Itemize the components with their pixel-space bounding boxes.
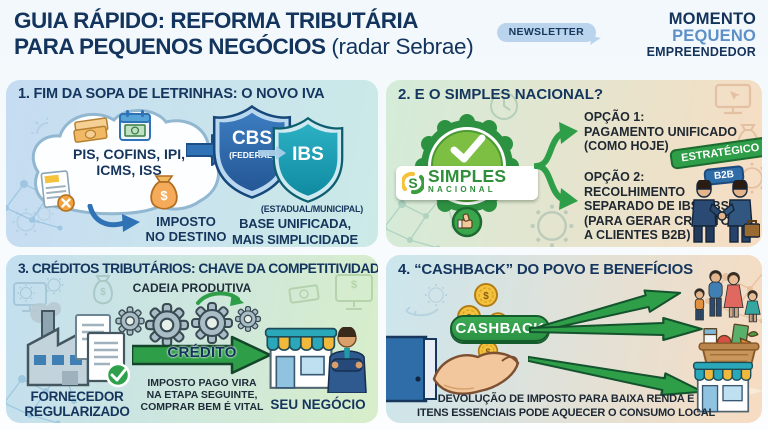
brand-line1: MOMENTO (668, 10, 756, 28)
badge-word-simples: SIMPLES (428, 166, 507, 186)
ibs-label: IBS (292, 144, 324, 165)
simples-logo-icon: S (402, 171, 424, 195)
ibs-sub-label: (ESTADUAL/MUNICIPAL) (260, 204, 364, 214)
panel3-title: 3. CRÉDITOS TRIBUTÁRIOS: CHAVE DA COMPET… (18, 261, 378, 276)
cashback-note: DEVOLUÇÃO DE IMPOSTO PARA BAIXA RENDA E … (416, 393, 715, 419)
family-icon (694, 270, 761, 323)
monitor-decoration-icon (714, 83, 752, 115)
page-title: GUIA RÁPIDO: REFORMA TRIBUTÁRIA PARA PEQ… (14, 8, 474, 60)
seu-negocio-label: SEU NEGÓCIO (270, 397, 366, 412)
credito-note: IMPOSTO PAGO VIRA NA ETAPA SEGUINTE, COM… (140, 377, 264, 413)
businessman-icon (327, 327, 367, 393)
option1-block: OPÇÃO 1: PAGAMENTO UNIFICADO (COMO HOJE) (584, 110, 738, 153)
option2-label: OPÇÃO 2: (584, 170, 645, 184)
arrow-to-store-icon (528, 345, 706, 401)
money-decoration-icon (288, 284, 320, 304)
panel1-title: 1. FIM DA SOPA DE LETRINHAS: O NOVO IVA (18, 86, 325, 102)
benefit-label: BASE UNIFICADA, MAIS SIMPLICIDADE (232, 216, 358, 247)
svg-text:S: S (408, 175, 417, 191)
cashback-button: CASHBACK (450, 315, 550, 342)
cbs-sub-label: (FEDERAL) (229, 150, 275, 160)
ibs-shield-icon: IBS (270, 116, 346, 204)
credito-label: CRÉDITO (167, 344, 237, 361)
open-hand-icon (386, 335, 520, 403)
simples-nacional-banner: S SIMPLES NACIONAL (396, 166, 538, 200)
money-bag-decoration-icon: $ (93, 275, 113, 305)
check-icon (105, 362, 130, 388)
check-icon (450, 134, 486, 163)
panel4-title: 4. “CASHBACK” DO POVO E BENEFÍCIOS (398, 261, 693, 278)
handshake-businessmen-icon (691, 180, 760, 243)
simples-nacional-badge: S SIMPLES NACIONAL (392, 110, 542, 242)
option1-label: OPÇÃO 1: (584, 110, 645, 124)
rejected-document-icon (40, 170, 75, 212)
shield-link-arrow-icon (258, 146, 286, 160)
brand-line2: PEQUENO (672, 26, 756, 45)
calendar-money-icon (119, 110, 151, 141)
hand-gear-decoration-icon (405, 282, 449, 317)
svg-text:$: $ (100, 287, 106, 298)
svg-text:$: $ (483, 291, 489, 302)
curved-arrow-icon (87, 204, 140, 232)
panel-creditos-tributarios: $ $ 3. CRÉDITOS TRIBUTÁRIOS: CHAVE DA CO… (6, 255, 378, 423)
gears-chain-icon (115, 291, 262, 348)
svg-text:$: $ (485, 347, 490, 357)
panel-simples-nacional: $ 2. E O SIMPLES NACIONAL? (386, 80, 762, 247)
svg-text:$: $ (160, 188, 168, 203)
payment-decoration-icon: $ (335, 274, 373, 310)
brand-logo: MOMENTO PEQUENO EMPREENDEDOR (647, 11, 756, 61)
badge-word-nacional: NACIONAL (428, 185, 496, 194)
cbs-shield-icon: CBS (FEDERAL) (210, 104, 294, 200)
newsletter-badge: NEWSLETTER (496, 23, 596, 42)
panel-novo-iva: 1. FIM DA SOPA DE LETRINHAS: O NOVO IVA … (6, 80, 378, 247)
imposto-destino-label: IMPOSTO NO DESTINO (145, 214, 227, 244)
panel2-title: 2. E O SIMPLES NACIONAL? (398, 86, 604, 103)
money-bag-icon: $ (150, 175, 178, 210)
credito-arrow-icon (132, 335, 272, 375)
cbs-label: CBS (231, 128, 273, 149)
svg-text:$: $ (351, 279, 357, 291)
page-title-line1: GUIA RÁPIDO: REFORMA TRIBUTÁRIA (14, 8, 419, 33)
fornecedor-label: FORNECEDOR REGULARIZADO (24, 389, 130, 419)
panel-cashback: 4. “CASHBACK” DO POVO E BENEFÍCIOS $ $ $… (386, 255, 762, 423)
factory-icon (26, 302, 130, 388)
fork-arrows-icon (534, 122, 578, 210)
page-title-line2: PARA PEQUENOS NEGÓCIOS (radar Sebrae) (14, 34, 474, 59)
money-bills-icon (73, 117, 109, 143)
old-taxes-label: PIS, COFINS, IPI, ICMS, ISS (72, 146, 186, 178)
brand-line3: EMPREENDEDOR (646, 45, 756, 59)
page-title-suffix: (radar Sebrae) (331, 34, 474, 59)
clock-decoration-icon (490, 92, 518, 120)
